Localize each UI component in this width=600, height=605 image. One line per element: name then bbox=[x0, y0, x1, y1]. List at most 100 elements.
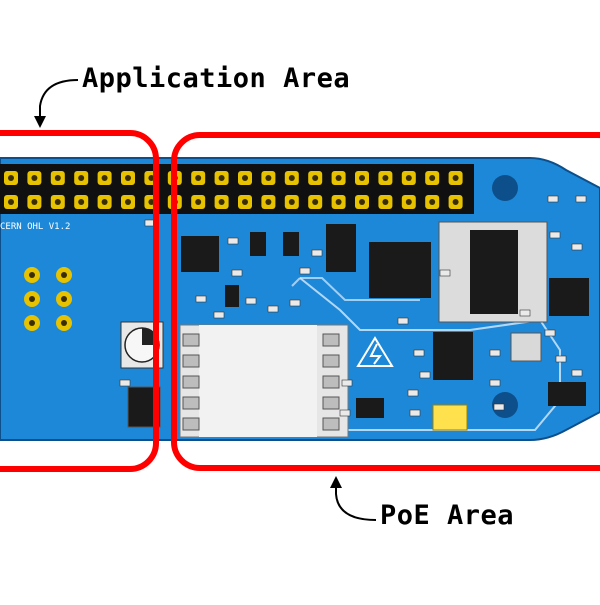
application-area-box bbox=[0, 130, 159, 472]
header-pin-hole bbox=[242, 199, 248, 205]
smd-resistor bbox=[439, 269, 451, 277]
power-switch-chip bbox=[326, 224, 356, 272]
smd-resistor bbox=[519, 309, 531, 317]
app-pad-hole bbox=[61, 320, 67, 326]
smd-resistor bbox=[311, 249, 323, 257]
poe-controller-ic bbox=[369, 242, 431, 298]
smd-resistor bbox=[489, 349, 501, 357]
smd-resistor bbox=[245, 297, 257, 305]
smd-resistor bbox=[571, 369, 583, 377]
header-pin-hole bbox=[288, 175, 295, 181]
header-pin-hole bbox=[78, 199, 85, 205]
smd-resistor bbox=[267, 305, 279, 313]
smd-resistor bbox=[341, 379, 353, 387]
header-pin-hole bbox=[31, 175, 38, 181]
header-pin-hole bbox=[125, 175, 131, 181]
poe-area-box bbox=[171, 132, 600, 471]
transformer-pin bbox=[182, 396, 200, 410]
poe-trace-outline bbox=[291, 277, 420, 301]
transformer-pin bbox=[322, 333, 340, 347]
header-pin-hole bbox=[312, 199, 319, 205]
header-pin-hole bbox=[195, 199, 202, 205]
transformer-pin bbox=[322, 375, 340, 389]
sot-chip bbox=[225, 285, 239, 307]
bottom-diode bbox=[548, 382, 586, 406]
smd-resistor bbox=[339, 409, 351, 417]
header-pin-hole bbox=[452, 199, 459, 205]
transformer-pin bbox=[182, 333, 200, 347]
header-pin-hole bbox=[265, 175, 272, 181]
small-regulator bbox=[356, 398, 384, 418]
header-pin-hole bbox=[382, 199, 389, 205]
application-area-arrowhead bbox=[34, 116, 46, 128]
header-pin-hole bbox=[429, 199, 436, 205]
header-pin-hole bbox=[359, 199, 365, 205]
smd-resistor bbox=[213, 311, 225, 319]
poe-transformer bbox=[179, 324, 349, 438]
header-pin-hole bbox=[242, 175, 248, 181]
transformer-pin bbox=[182, 375, 200, 389]
app-pad-hole bbox=[29, 320, 35, 326]
app-pad-hole bbox=[29, 296, 35, 302]
header-pin-hole bbox=[405, 175, 412, 181]
silkscreen-license: CERN OHL V1.2 bbox=[0, 222, 70, 232]
header-pin-hole bbox=[101, 199, 108, 205]
application-pads bbox=[24, 267, 72, 331]
smd-resistor bbox=[549, 231, 561, 239]
app-pad-hole bbox=[29, 272, 35, 278]
smd-resistor bbox=[575, 195, 587, 203]
transformer-pin bbox=[322, 354, 340, 368]
dc-dc-chip bbox=[433, 332, 473, 380]
transformer-pin bbox=[182, 417, 200, 431]
smd-resistor bbox=[571, 243, 583, 251]
smd-resistor bbox=[555, 355, 567, 363]
mounting-hole-bottom bbox=[492, 392, 518, 418]
gpio-pin-header bbox=[0, 164, 474, 214]
mounting-hole-top bbox=[492, 175, 518, 201]
header-pin-hole bbox=[405, 199, 412, 205]
app-pad-hole bbox=[61, 296, 67, 302]
smd-resistor bbox=[289, 299, 301, 307]
application-area-arrow bbox=[39, 79, 79, 122]
header-pin-hole bbox=[54, 175, 61, 181]
smd-resistor bbox=[195, 295, 207, 303]
smd-resistor bbox=[413, 349, 425, 357]
status-led bbox=[432, 404, 468, 431]
transformer-pin bbox=[182, 354, 200, 368]
smd-resistor bbox=[544, 329, 556, 337]
mosfet-chip-2 bbox=[283, 232, 299, 256]
header-pin-hole bbox=[8, 199, 14, 205]
header-pin-hole bbox=[148, 199, 155, 205]
header-pin-hole bbox=[312, 175, 319, 181]
header-pin-hole bbox=[78, 175, 85, 181]
smd-resistor bbox=[493, 403, 505, 411]
header-pin-hole bbox=[335, 175, 342, 181]
header-pin-hole bbox=[218, 199, 225, 205]
header-pin-hole bbox=[195, 175, 202, 181]
header-pin-hole bbox=[54, 199, 61, 205]
header-pin-hole bbox=[101, 175, 108, 181]
smd-resistor bbox=[119, 379, 131, 387]
header-pin-hole bbox=[31, 199, 38, 205]
transformer-pins bbox=[182, 333, 340, 431]
poe-area-arrow bbox=[335, 484, 377, 521]
header-pin-hole bbox=[218, 175, 225, 181]
smd-resistor bbox=[409, 409, 421, 417]
transformer-pin bbox=[322, 396, 340, 410]
smd-resistor bbox=[397, 317, 409, 325]
application-area-label: Application Area bbox=[82, 63, 351, 94]
header-pin-hole bbox=[288, 199, 295, 205]
app-pad-hole bbox=[61, 272, 67, 278]
header-pin-hole bbox=[8, 175, 14, 181]
poe-area-label: PoE Area bbox=[380, 500, 515, 531]
header-pin-hole bbox=[452, 175, 459, 181]
smd-resistor bbox=[407, 389, 419, 397]
smd-resistor bbox=[489, 379, 501, 387]
high-voltage-icon bbox=[356, 336, 394, 367]
header-pin-hole bbox=[148, 175, 155, 181]
smd-resistor bbox=[299, 267, 311, 275]
poe-area-arrowhead bbox=[330, 476, 342, 488]
header-pin-hole bbox=[382, 175, 389, 181]
mosfet-chip-1 bbox=[250, 232, 266, 256]
